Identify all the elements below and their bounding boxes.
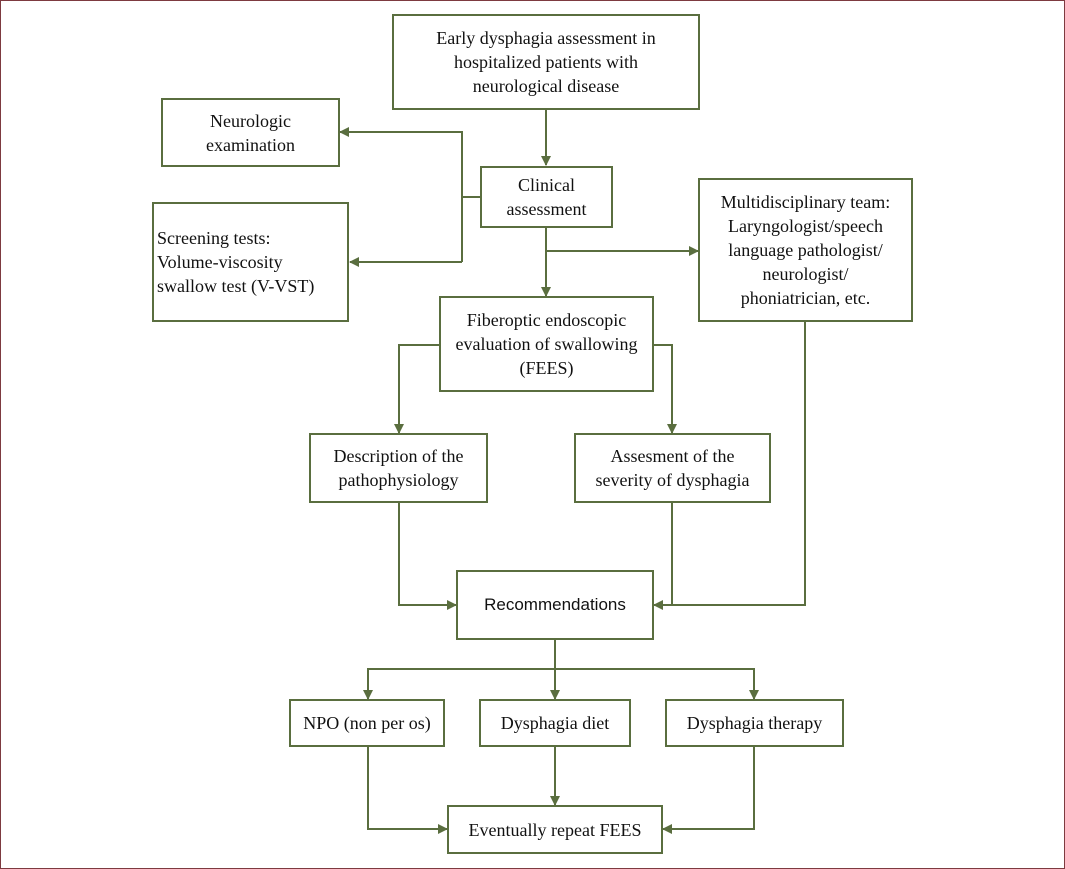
node-description-pathophysiology-label: Description of the pathophysiology <box>333 446 464 490</box>
node-eventually-repeat-fees-label: Eventually repeat FEES <box>468 819 642 840</box>
node-screening-tests: Screening tests: Volume-viscosity swallo… <box>152 202 349 322</box>
node-npo: NPO (non per os) <box>289 699 445 747</box>
node-recommendations: Recommendations <box>456 570 654 640</box>
arrow-fees-to-severity <box>652 344 677 434</box>
node-clinical-assessment-label: Clinical assessment <box>506 175 587 219</box>
node-severity-of-dysphagia-label: Assesment of the severity of dysphagia <box>595 446 750 490</box>
node-description-pathophysiology: Description of the pathophysiology <box>309 433 488 503</box>
arrow-fees-to-description <box>394 344 441 434</box>
node-multidisciplinary-team-label: Multidisciplinary team: Laryngologist/sp… <box>720 192 891 308</box>
node-npo-label: NPO (non per os) <box>303 713 431 733</box>
node-neurologic-examination: Neurologic examination <box>161 98 340 167</box>
arrow-to-therapy <box>555 668 759 700</box>
node-dysphagia-therapy: Dysphagia therapy <box>665 699 844 747</box>
node-dysphagia-diet-label: Dysphagia diet <box>500 713 610 733</box>
node-eventually-repeat-fees: Eventually repeat FEES <box>447 805 663 854</box>
arrow-therapy-to-repeat <box>662 746 755 834</box>
node-clinical-assessment: Clinical assessment <box>480 166 613 228</box>
arrow-npo-to-repeat <box>367 746 448 834</box>
node-fees: Fiberoptic endoscopic evaluation of swal… <box>439 296 654 392</box>
node-dysphagia-therapy-label: Dysphagia therapy <box>686 713 823 733</box>
node-screening-tests-label: Screening tests: Volume-viscosity swallo… <box>157 228 315 296</box>
arrow-multidisciplinary-to-recommendations <box>653 321 806 610</box>
node-early-dysphagia-assessment: Early dysphagia assessment in hospitaliz… <box>392 14 700 110</box>
arrow-description-to-recommendations <box>398 502 457 610</box>
node-severity-of-dysphagia: Assesment of the severity of dysphagia <box>574 433 771 503</box>
node-neurologic-examination-label: Neurologic examination <box>206 110 295 155</box>
arrow-to-npo <box>363 668 555 700</box>
arrow-to-neurologic <box>339 127 463 262</box>
node-dysphagia-diet: Dysphagia diet <box>479 699 631 747</box>
node-fees-label: Fiberoptic endoscopic evaluation of swal… <box>455 310 638 378</box>
node-early-dysphagia-assessment-label: Early dysphagia assessment in hospitaliz… <box>436 28 656 96</box>
node-multidisciplinary-team: Multidisciplinary team: Laryngologist/sp… <box>698 178 913 322</box>
node-recommendations-label: Recommendations <box>484 595 626 614</box>
